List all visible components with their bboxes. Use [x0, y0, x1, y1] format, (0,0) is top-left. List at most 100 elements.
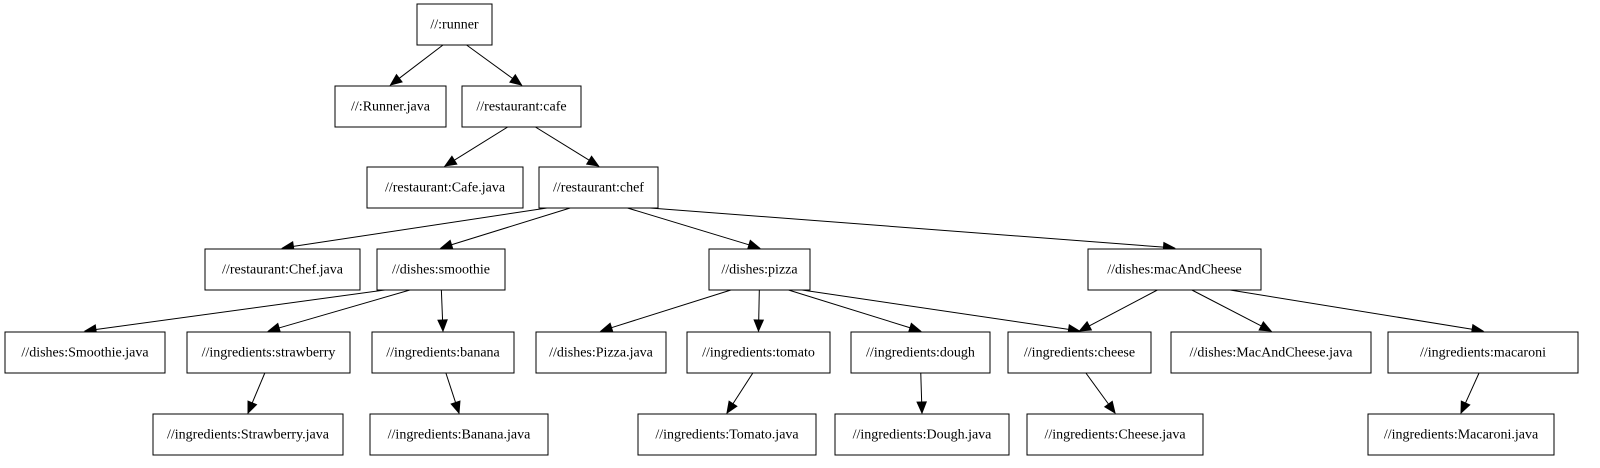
arrowhead-ing-strawberry: [267, 322, 282, 333]
node-box[interactable]: [371, 331, 515, 374]
node-box[interactable]: [1007, 331, 1152, 374]
edge-dishes-mac-to-ing-macaroni: [1229, 289, 1473, 330]
node-dishes-macandcheese[interactable]: //dishes:macAndCheese: [1087, 248, 1262, 291]
edge-ing-banana-to-banana-java: [445, 372, 457, 403]
node-box[interactable]: [1026, 413, 1204, 456]
node-label: //restaurant:Chef.java: [222, 263, 344, 278]
edge-restaurant-cafe-to-restaurant-chef: [535, 126, 590, 161]
node-label: //ingredients:Strawberry.java: [167, 428, 330, 443]
node-label: //ingredients:Cheese.java: [1044, 428, 1186, 443]
node-box[interactable]: [461, 85, 582, 128]
arrowhead-restaurant-cafe: [509, 73, 523, 86]
node-restaurant-cafe[interactable]: //restaurant:cafe: [461, 85, 582, 128]
node-box[interactable]: [4, 331, 166, 374]
edge-dishes-pizza-to-ing-cheese: [801, 289, 1069, 330]
node-label: //ingredients:banana: [386, 346, 500, 361]
node-label: //dishes:smoothie: [392, 263, 490, 278]
edge-dishes-smoothie-to-ing-banana: [440, 289, 444, 321]
node-box[interactable]: [1087, 248, 1262, 291]
edge-restaurant-chef-to-dishes-mac: [649, 207, 1164, 248]
node-box[interactable]: [334, 85, 447, 128]
node-ingredients-strawberry-java[interactable]: //ingredients:Strawberry.java: [152, 413, 344, 456]
node-label: //restaurant:Cafe.java: [385, 181, 506, 196]
arrowhead-banana-java: [450, 400, 461, 415]
node-ingredients-macaroni[interactable]: //ingredients:macaroni: [1387, 331, 1579, 374]
node-restaurant-cafe-java[interactable]: //restaurant:Cafe.java: [366, 166, 524, 209]
node-label: //:Runner.java: [351, 100, 431, 115]
edge-restaurant-chef-to-chef-java: [293, 207, 548, 247]
node-box[interactable]: [204, 248, 361, 291]
node-box[interactable]: [686, 331, 831, 374]
node-box[interactable]: [152, 413, 344, 456]
node-dishes-macandcheese-java[interactable]: //dishes:MacAndCheese.java: [1170, 331, 1372, 374]
node-box[interactable]: [637, 413, 817, 456]
node-ingredients-banana-java[interactable]: //ingredients:Banana.java: [369, 413, 549, 456]
arrowhead-restaurant-chef: [585, 155, 600, 167]
node-label: //ingredients:strawberry: [202, 346, 336, 361]
edge-ing-dough-to-dough-java: [920, 372, 923, 403]
node-dishes-pizza[interactable]: //dishes:pizza: [708, 248, 811, 291]
node-box[interactable]: [834, 413, 1010, 456]
edge-restaurant-cafe-to-cafe-java: [454, 126, 508, 161]
node-label: //ingredients:macaroni: [1420, 346, 1546, 361]
node-box[interactable]: [1170, 331, 1372, 374]
edge-ing-cheese-to-cheese-java: [1085, 372, 1109, 405]
arrowhead-dishes-pizza: [746, 239, 761, 250]
arrowhead-mac-java: [1258, 320, 1273, 332]
node-box[interactable]: [366, 166, 524, 209]
node-label: //dishes:macAndCheese: [1107, 263, 1242, 278]
node-restaurant-chef-java[interactable]: //restaurant:Chef.java: [204, 248, 361, 291]
node-label: //dishes:MacAndCheese.java: [1190, 346, 1354, 361]
node-box[interactable]: [850, 331, 991, 374]
node-dishes-pizza-java[interactable]: //dishes:Pizza.java: [535, 331, 667, 374]
node-ingredients-macaroni-java[interactable]: //ingredients:Macaroni.java: [1367, 413, 1555, 456]
node-ingredients-cheese[interactable]: //ingredients:cheese: [1007, 331, 1152, 374]
node-box[interactable]: [369, 413, 549, 456]
node-label: //restaurant:cafe: [476, 100, 566, 115]
arrowhead-dough-java: [916, 401, 927, 415]
node-ingredients-strawberry[interactable]: //ingredients:strawberry: [186, 331, 351, 374]
node-ingredients-dough-java[interactable]: //ingredients:Dough.java: [834, 413, 1010, 456]
edge-ing-tomato-to-tomato-java: [732, 372, 754, 405]
edge-dishes-smoothie-to-ing-strawberry: [278, 289, 411, 329]
arrowhead-ing-banana: [437, 319, 448, 333]
node-ingredients-banana[interactable]: //ingredients:banana: [371, 331, 515, 374]
node-box[interactable]: [1387, 331, 1579, 374]
edge-dishes-mac-to-ing-cheese: [1088, 289, 1158, 327]
node-box[interactable]: [538, 166, 659, 209]
arrowhead-cafe-java: [443, 155, 458, 167]
node-layer: //:runner //:Runner.java //restaurant:cafe…: [4, 3, 1579, 456]
node-ingredients-dough[interactable]: //ingredients:dough: [850, 331, 991, 374]
node-box[interactable]: [376, 248, 506, 291]
node-label: //ingredients:dough: [866, 346, 975, 361]
node-dishes-smoothie-java[interactable]: //dishes:Smoothie.java: [4, 331, 166, 374]
node-label: //restaurant:chef: [553, 181, 644, 196]
node-label: //ingredients:Tomato.java: [655, 428, 799, 443]
edge-dishes-mac-to-mac-java: [1191, 289, 1262, 327]
node-box[interactable]: [1367, 413, 1555, 456]
node-box[interactable]: [416, 3, 493, 46]
node-label: //ingredients:Dough.java: [853, 428, 993, 443]
node-label: //ingredients:Banana.java: [388, 428, 531, 443]
node-box[interactable]: [535, 331, 667, 374]
edge-restaurant-chef-to-dishes-pizza: [627, 207, 750, 246]
node-box[interactable]: [708, 248, 811, 291]
node-label: //ingredients:Macaroni.java: [1384, 428, 1539, 443]
node-ingredients-tomato-java[interactable]: //ingredients:Tomato.java: [637, 413, 817, 456]
edge-ing-strawberry-to-strawberry-java: [251, 372, 266, 404]
node-ingredients-tomato[interactable]: //ingredients:tomato: [686, 331, 831, 374]
arrowhead-strawberry-java: [247, 400, 258, 415]
node-box[interactable]: [186, 331, 351, 374]
arrowhead-ing-cheese: [1078, 320, 1093, 332]
edge-runner-to-restaurant-cafe: [466, 44, 513, 79]
node-restaurant-chef[interactable]: //restaurant:chef: [538, 166, 659, 209]
arrowhead-dishes-smoothie: [439, 239, 454, 250]
node-label: //dishes:pizza: [721, 263, 798, 278]
arrowhead-cheese-java: [1103, 400, 1116, 415]
node-ingredients-cheese-java[interactable]: //ingredients:Cheese.java: [1026, 413, 1204, 456]
node-runner[interactable]: //:runner: [416, 3, 493, 46]
node-dishes-smoothie[interactable]: //dishes:smoothie: [376, 248, 506, 291]
node-runner-java[interactable]: //:Runner.java: [334, 85, 447, 128]
edge-runner-to-runner-java: [398, 44, 444, 79]
arrowhead-tomato-java: [726, 400, 738, 415]
